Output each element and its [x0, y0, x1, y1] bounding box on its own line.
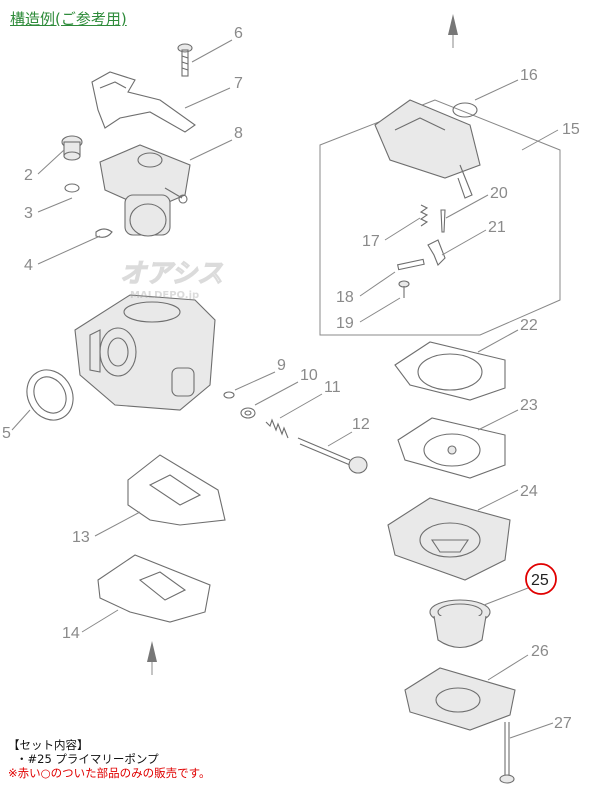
part-20-needle	[440, 209, 446, 233]
watermark-sub-text: MALDEPO.jp	[130, 290, 199, 301]
part-16-pump-body	[374, 99, 481, 199]
part-18-pin	[397, 258, 425, 271]
callout-16: 16	[520, 67, 538, 84]
callout-12: 12	[352, 416, 370, 433]
callout-20: 20	[490, 185, 508, 202]
set-contents-notes: 【セット内容】 ・#25 プライマリーポンプ ※赤い○のついた部品のみの販売です…	[8, 738, 211, 780]
callout-11: 11	[324, 379, 341, 396]
notes-warning: ※赤い○のついた部品のみの販売です。	[8, 766, 211, 780]
watermark-logo-text: オアシス	[120, 259, 223, 289]
leader-lines	[11, 39, 559, 739]
carburetor-body	[74, 294, 216, 411]
part-17-spring	[419, 204, 429, 227]
part-7-lever	[91, 71, 196, 133]
callout-27: 27	[554, 715, 572, 732]
callout-18: 18	[336, 289, 354, 306]
callout-13: 13	[72, 529, 90, 546]
part-9-o-ring	[223, 391, 235, 399]
part-23-diaphragm	[397, 417, 506, 479]
watermark-logo: オアシス MALDEPO.jp	[119, 258, 223, 301]
highlight-circle-25	[525, 563, 557, 595]
callout-5: 5	[2, 425, 11, 442]
callout-7: 7	[234, 75, 243, 92]
callout-23: 23	[520, 397, 538, 414]
callout-15: 15	[562, 121, 580, 138]
part-5-gasket-ring	[26, 369, 74, 421]
part-14-gasket	[97, 554, 211, 623]
part-12-needle	[297, 437, 368, 474]
callout-17: 17	[362, 233, 380, 250]
callout-24: 24	[520, 483, 538, 500]
part-25-primer-pump	[429, 599, 491, 649]
callout-8: 8	[234, 125, 243, 142]
direction-arrow-bottom	[147, 641, 157, 675]
callout-4: 4	[24, 257, 33, 274]
callout-6: 6	[234, 25, 243, 42]
callout-26: 26	[531, 643, 549, 660]
part-8-metering-body	[99, 144, 191, 237]
notes-header: 【セット内容】	[8, 738, 89, 752]
callout-10: 10	[300, 367, 318, 384]
callout-numbers: 1 2 3 4 5 6 7 8 9 10 11 12 13 14 15 16 1…	[2, 25, 580, 732]
part-21-lever	[427, 239, 446, 266]
part-11-spring	[265, 418, 289, 439]
part-3-washer	[64, 183, 80, 193]
callout-2: 2	[24, 167, 33, 184]
callout-22: 22	[520, 317, 538, 334]
notes-item: ・#25 プライマリーポンプ	[16, 752, 159, 766]
page-title: 構造例(ご参考用)	[10, 10, 127, 28]
part-6-screw	[177, 43, 193, 77]
part-4-clip	[95, 228, 113, 238]
group-bracket	[319, 99, 561, 336]
part-24-plate	[387, 497, 511, 581]
part-27-screw	[499, 722, 515, 784]
part-2-screw	[61, 135, 83, 161]
direction-arrow-top	[448, 14, 458, 48]
callout-9: 9	[277, 357, 286, 374]
part-19-screw	[398, 280, 410, 298]
part-22-diaphragm	[394, 341, 506, 401]
part-26-cover	[404, 667, 516, 731]
callout-21: 21	[488, 219, 506, 236]
callout-25: 25	[531, 572, 549, 589]
callout-19: 19	[336, 315, 354, 332]
callout-14: 14	[62, 625, 80, 642]
part-10-washer	[240, 407, 256, 419]
callout-3: 3	[24, 205, 33, 222]
part-13-gasket	[127, 454, 226, 526]
